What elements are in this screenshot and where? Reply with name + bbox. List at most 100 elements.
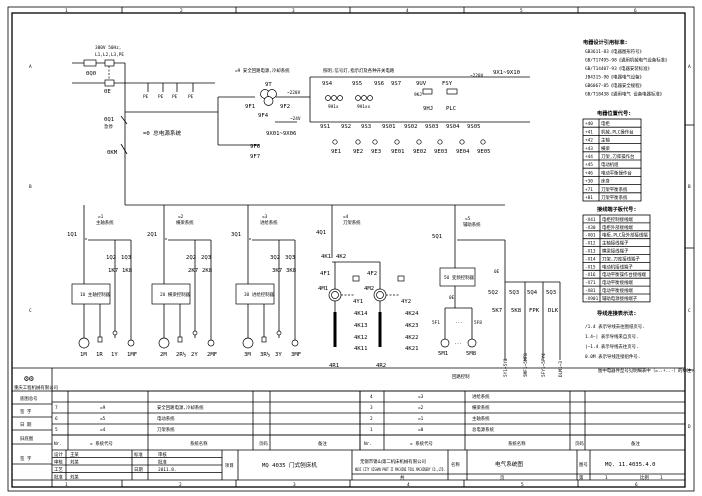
resolver-label: 4R1 bbox=[329, 363, 339, 369]
fan-symbol bbox=[127, 339, 135, 347]
sheet-no-label: 第 bbox=[579, 474, 584, 481]
sign-label: 日期 bbox=[134, 467, 143, 473]
switch-label: 9S3 bbox=[361, 124, 371, 130]
controller-unit bbox=[71, 283, 111, 305]
description-cell: 机械,PLC操作台 bbox=[601, 128, 634, 135]
standard-item: GB6067-85《电器安全规程》 bbox=[585, 82, 644, 89]
brake-symbol bbox=[112, 330, 118, 336]
outer-frame bbox=[7, 6, 695, 492]
lamp-label: 9E01 bbox=[391, 149, 404, 155]
contactor-label: FPK bbox=[529, 308, 540, 314]
switch-label: 9S04 bbox=[446, 124, 460, 130]
terminals-label: 9X01~9X06 bbox=[266, 131, 296, 137]
breaker-label: 2Q2 bbox=[186, 255, 196, 261]
project-label: 项目 bbox=[225, 463, 234, 469]
breaker-label: 5Q1 bbox=[432, 234, 442, 240]
sign-name: 王某 bbox=[70, 452, 79, 458]
breaker-label: 3Q1 bbox=[231, 232, 241, 238]
resolver-bar bbox=[378, 312, 382, 347]
code-cell: -X12 bbox=[585, 241, 596, 247]
load-label: 3R½ bbox=[260, 351, 271, 358]
earth-label: 0E bbox=[494, 269, 500, 275]
table-title: 接线端子板代号: bbox=[597, 205, 636, 213]
v24-label: ~24V bbox=[290, 116, 301, 122]
switch-label: 9S7 bbox=[391, 81, 401, 87]
fuse-9f6-label: 9F6 bbox=[250, 144, 260, 150]
column-number: 6 bbox=[634, 8, 637, 14]
table-row: -X13 横梁接线端子 bbox=[583, 246, 650, 255]
description-cell: 电动平衡操作台接线端 bbox=[602, 271, 647, 278]
system-table-header: Nr.= 系统代号系统名称页码备注 bbox=[364, 440, 640, 447]
header-desc: 系统名称 bbox=[190, 440, 208, 447]
contactor-label: 3K7 bbox=[272, 268, 282, 274]
sign-value: 批准 bbox=[158, 459, 167, 466]
brake-symbol bbox=[192, 330, 198, 336]
code-cell: -X13 bbox=[585, 249, 596, 255]
description-cell: 横梁接线端子 bbox=[602, 248, 629, 255]
system-name: 进给系统 bbox=[260, 219, 278, 226]
safety-circuit: =9 安全回路电源,冷却系统 9T ~220V 9F1 9F2 9F4 ~24V… bbox=[217, 67, 530, 160]
controller-unit bbox=[151, 283, 191, 305]
header-code: = 系统代号 bbox=[90, 440, 113, 447]
description-cell: 主轴 bbox=[601, 137, 610, 144]
code-cell: +41 bbox=[585, 129, 593, 135]
row-letter: B bbox=[688, 184, 691, 190]
column-number: 4 bbox=[406, 8, 409, 14]
contactor-label: 4K1 bbox=[321, 254, 331, 260]
standard-item: GB3611-83《电器图形符号》 bbox=[585, 48, 644, 55]
description-cell: 床身 bbox=[601, 178, 610, 185]
ellipsis: ··· bbox=[454, 342, 462, 347]
system-id: =2 bbox=[178, 214, 184, 220]
description-cell: 电动机接线端子 bbox=[602, 263, 633, 270]
contactor-label: 5K7 bbox=[492, 308, 502, 314]
breaker-note: 急停 bbox=[104, 123, 113, 130]
contact-label: 4K14 bbox=[354, 311, 368, 317]
load-label: 5FY1~5FY4 bbox=[541, 353, 547, 377]
sign-name: 刘某 bbox=[70, 474, 79, 481]
lamp-label: 9E2 bbox=[353, 149, 363, 155]
contactor-label: 5K8 bbox=[511, 308, 522, 314]
motor-label: 4M2 bbox=[364, 286, 374, 292]
switch-label: 9UV bbox=[416, 81, 427, 87]
main-switch-label: 0Q0 bbox=[86, 71, 96, 77]
row-code: =5 bbox=[100, 416, 106, 422]
contact-label: 4K22 bbox=[405, 335, 418, 341]
load-label: 1MF bbox=[127, 352, 138, 358]
supply-phases: L1,L2,L3,PE bbox=[95, 52, 124, 58]
notes-footer: 图中电器件型号见明细表中（=..+..-）的标注. bbox=[598, 367, 694, 374]
fuse-label: 4F1 bbox=[320, 271, 330, 277]
load-label: 2R½ bbox=[176, 351, 187, 358]
earth-label: 0E bbox=[449, 295, 455, 301]
brake-label: 4Y2 bbox=[401, 299, 411, 305]
resistor-symbol bbox=[177, 336, 183, 343]
code-cell: -X81 bbox=[585, 288, 596, 294]
pe-tap-label: PE bbox=[172, 94, 178, 100]
sign-name: 刘某 bbox=[70, 459, 79, 466]
column-number: 2 bbox=[180, 8, 183, 14]
code-cell: +43 bbox=[585, 146, 593, 152]
row-code: =1 bbox=[418, 416, 424, 422]
drawing-no-label: 图号 bbox=[579, 462, 588, 468]
lamp-label: 9E05 bbox=[477, 149, 490, 155]
pe-tap-label: PE bbox=[188, 94, 194, 100]
sheet-no: 1 bbox=[660, 475, 663, 481]
breaker-label: 2Q1 bbox=[147, 232, 157, 238]
row-nr: 3 bbox=[370, 405, 373, 411]
row-letter: B bbox=[29, 184, 32, 190]
company-name: 无锡市锡山第二机床机械有限公司 bbox=[360, 458, 426, 465]
standards-title: 电器设计引用标准: bbox=[583, 38, 628, 46]
description-cell: 刀架,刀库接线端子 bbox=[602, 255, 640, 262]
row-desc: 电动系统 bbox=[157, 415, 175, 422]
